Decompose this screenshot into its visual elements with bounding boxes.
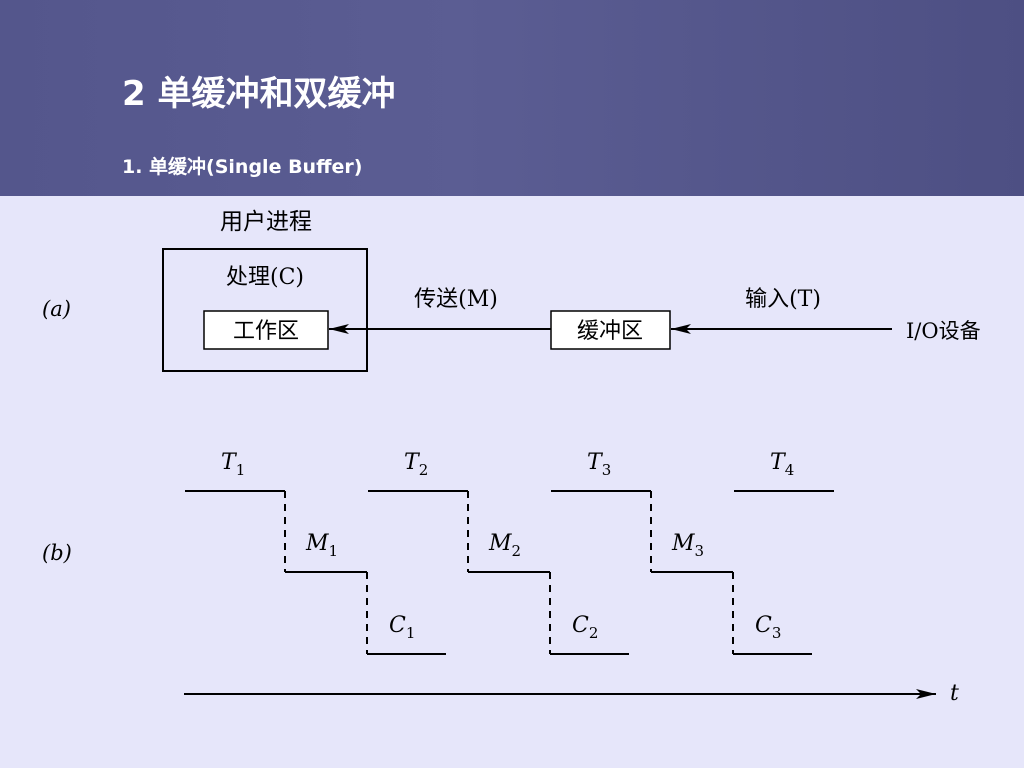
slide-header: 2 单缓冲和双缓冲 1. 单缓冲(Single Buffer) [0,0,1024,196]
part-a-label: (a) [42,297,71,321]
slide-title: 2 单缓冲和双缓冲 [122,74,396,114]
slide-subtitle: 1. 单缓冲(Single Buffer) [122,156,363,178]
transfer-label: 传送(M) [414,287,498,312]
part-b-label: (b) [42,541,72,565]
input-label-t4: T4 [770,450,794,479]
input-label-t3: T3 [587,450,611,479]
work-area-box [203,310,329,350]
user-process-box [162,248,368,372]
process-label-c2: C2 [572,613,598,642]
transfer-label-m1: M1 [305,531,338,560]
user-process-label: 用户进程 [220,209,312,235]
work-area-label: 工作区 [233,319,299,344]
transfer-label-m3: M3 [671,531,704,560]
buffer-box [550,310,671,350]
transfer-label-m2: M2 [488,531,521,560]
input-label-t1: T1 [221,450,245,479]
process-label: 处理(C) [226,265,304,290]
process-label-c3: C3 [755,613,781,642]
buffer-label: 缓冲区 [577,319,643,344]
input-label-t2: T2 [404,450,428,479]
time-axis-label: t [950,681,959,706]
io-device-label: I/O设备 [906,319,981,343]
process-label-c1: C1 [389,613,415,642]
input-label: 输入(T) [745,287,821,312]
